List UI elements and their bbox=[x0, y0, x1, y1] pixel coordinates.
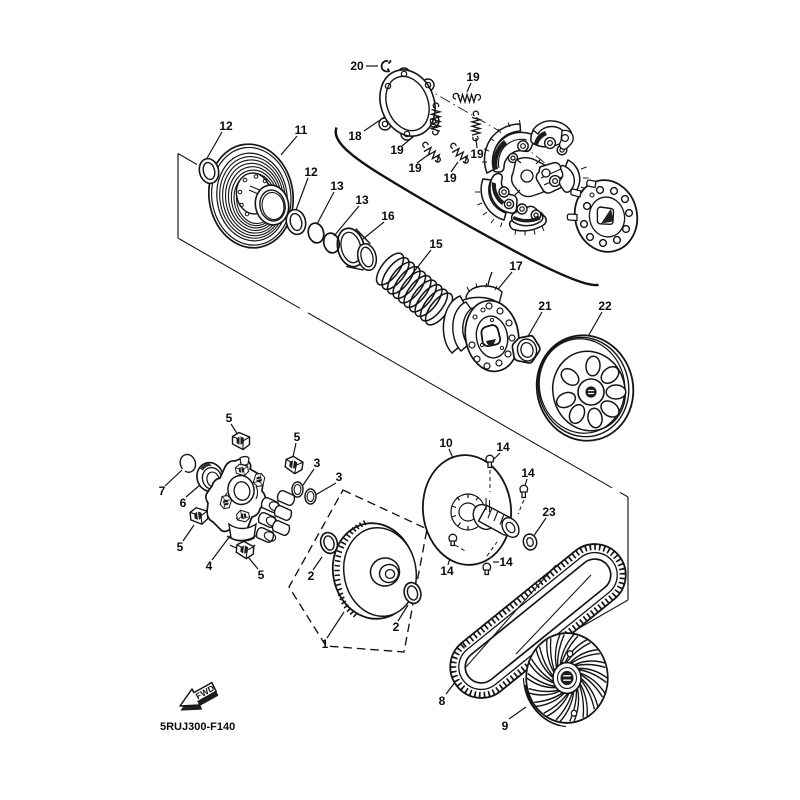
svg-text:6: 6 bbox=[180, 496, 187, 510]
svg-text:4: 4 bbox=[206, 559, 213, 573]
svg-text:14: 14 bbox=[499, 555, 513, 569]
svg-text:23: 23 bbox=[542, 505, 556, 519]
svg-text:17: 17 bbox=[509, 259, 523, 273]
svg-text:14: 14 bbox=[521, 466, 535, 480]
svg-text:13: 13 bbox=[355, 193, 369, 207]
svg-text:2: 2 bbox=[393, 620, 400, 634]
svg-text:5RUJ300-F140: 5RUJ300-F140 bbox=[160, 721, 235, 733]
svg-text:19: 19 bbox=[443, 171, 457, 185]
svg-text:5: 5 bbox=[294, 430, 301, 444]
svg-text:5: 5 bbox=[258, 568, 265, 582]
svg-text:5: 5 bbox=[177, 540, 184, 554]
svg-text:15: 15 bbox=[429, 237, 443, 251]
svg-text:14: 14 bbox=[440, 564, 454, 578]
svg-text:18: 18 bbox=[348, 129, 362, 143]
svg-text:19: 19 bbox=[470, 147, 484, 161]
svg-text:11: 11 bbox=[295, 123, 308, 137]
svg-text:16: 16 bbox=[381, 209, 395, 223]
svg-text:21: 21 bbox=[538, 299, 552, 313]
svg-text:19: 19 bbox=[466, 70, 480, 84]
svg-text:12: 12 bbox=[304, 165, 318, 179]
svg-text:10: 10 bbox=[439, 436, 453, 450]
svg-text:1: 1 bbox=[322, 637, 329, 651]
svg-text:3: 3 bbox=[336, 470, 343, 484]
svg-text:12: 12 bbox=[219, 119, 233, 133]
svg-text:5: 5 bbox=[226, 411, 233, 425]
svg-text:13: 13 bbox=[330, 179, 344, 193]
svg-text:20: 20 bbox=[350, 59, 364, 73]
svg-text:19: 19 bbox=[390, 143, 404, 157]
svg-text:19: 19 bbox=[408, 161, 422, 175]
svg-text:8: 8 bbox=[439, 694, 446, 708]
svg-text:14: 14 bbox=[496, 440, 510, 454]
svg-text:3: 3 bbox=[314, 456, 321, 470]
svg-text:22: 22 bbox=[598, 299, 612, 313]
svg-text:9: 9 bbox=[502, 719, 509, 733]
svg-text:7: 7 bbox=[159, 484, 166, 498]
svg-text:2: 2 bbox=[308, 569, 315, 583]
